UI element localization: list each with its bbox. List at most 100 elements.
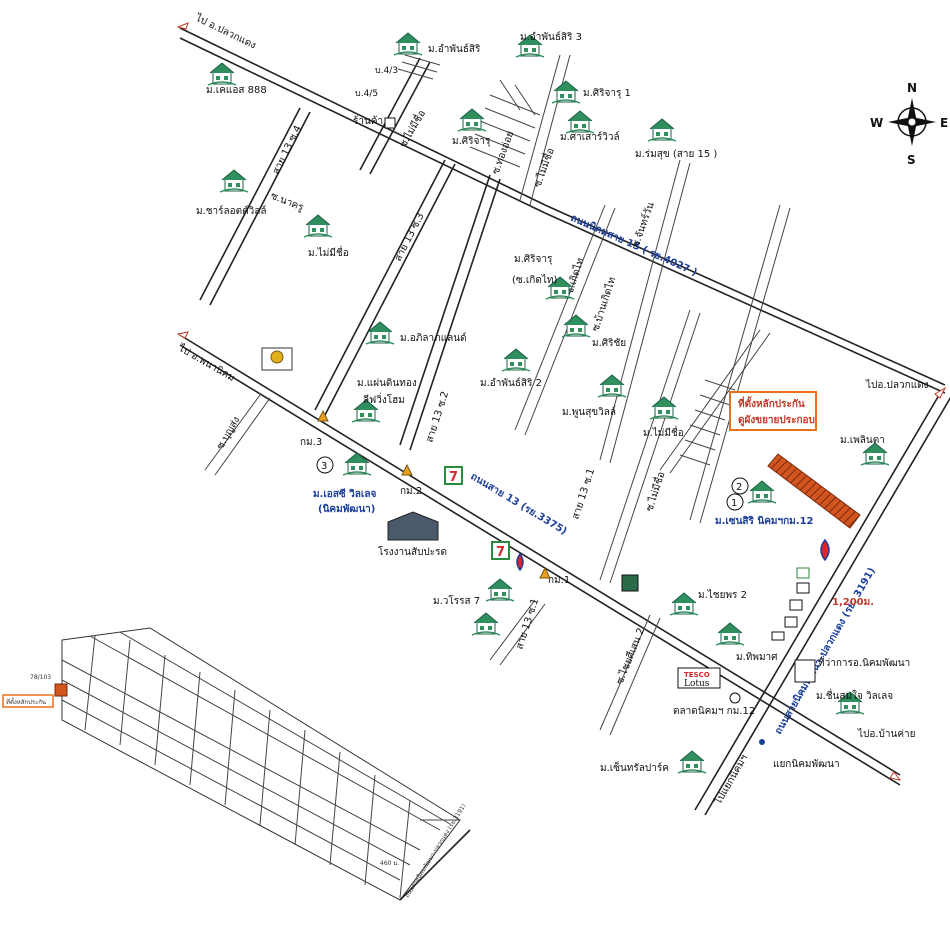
tesco-label: TESCO <box>684 671 710 679</box>
label-district-office: ที่ว่าการอ.นิคมพัฒนา <box>818 655 910 669</box>
road-booyang <box>204 394 261 471</box>
inset-boundary <box>61 627 461 901</box>
road-soi-unnamed <box>359 57 421 171</box>
inset-distance: 460 ม. <box>380 860 399 867</box>
label-km3: กม.3 <box>300 437 322 448</box>
label-chanphrawan: ซ.จันทร์วัน <box>630 201 657 249</box>
road-3191 <box>694 389 943 811</box>
road-chan <box>599 159 681 461</box>
label-chuensomjai: ม.ชื่นสมใจ วิลเลจ <box>816 688 893 702</box>
label-sc-village2: (นิคมพัฒนา) <box>318 503 375 515</box>
label-kheynis888: ม.เคแอส 888 <box>206 85 267 96</box>
road-chan-edge <box>609 162 691 464</box>
house-icon <box>393 32 423 56</box>
landmarks: 7 7 TESCO Lotus 3 2 1 <box>261 117 830 745</box>
road-s13-3-edge <box>324 163 456 416</box>
road-nikhom15 <box>544 204 946 386</box>
inset-main-road <box>399 829 471 901</box>
road-kerdthai <box>514 204 606 431</box>
label-charlotte: ม.ชาร์ลอตต์วิลล์ <box>196 205 267 217</box>
house-icon <box>565 110 595 134</box>
house-icon <box>561 314 591 338</box>
road-3191-edge <box>704 396 950 816</box>
roadside-icon <box>796 582 810 594</box>
seven-eleven-glyph: 7 <box>496 545 505 560</box>
house-icon <box>457 108 487 132</box>
road-network <box>176 22 950 816</box>
house-icon <box>647 118 677 142</box>
house-icon <box>677 750 707 774</box>
label-junction: แยกนิคมพัฒนา <box>773 759 840 770</box>
label-maimichue-b: ม.ไม่มีชื่อ <box>643 425 684 439</box>
road-s13-1-edge <box>609 312 701 584</box>
road-s13-4 <box>199 107 301 301</box>
label-siri-chai: ม.ศิริชัย <box>592 338 626 349</box>
house-icon <box>649 396 679 420</box>
label-maimichue1: ซ.ไม่มีชื่อ <box>395 107 428 149</box>
warehouse-icon <box>387 511 439 541</box>
road-maimichue-b <box>659 329 761 471</box>
label-b45: บ.4/5 <box>355 89 378 99</box>
label-km1: กม.1 <box>548 575 570 586</box>
label-maimichue: ม.ไม่มีชื่อ <box>308 245 349 259</box>
label-booyang: ซ.บุญส่ง <box>215 415 242 452</box>
seven-eleven-icon <box>444 466 463 485</box>
compass-rose: N S W E <box>870 81 948 167</box>
label-s13-1: สาย 13 ซ.1 <box>570 467 597 521</box>
label-banmaikerdthai: ซ.บ้านเกิดไท <box>589 276 618 333</box>
gas-station-icon <box>820 538 830 562</box>
seven-eleven-icon <box>491 541 510 560</box>
lotus-label: Lotus <box>684 679 710 689</box>
label-sirijaru1: ม.ศิริจารุ 1 <box>583 88 631 99</box>
house-icon <box>219 169 249 193</box>
compass-n: N <box>907 81 917 95</box>
label-chaithongsaen: ซ.ไชยศีเสน 2 <box>614 626 648 686</box>
house-icon <box>551 80 581 104</box>
inset-road-label: ถนนสายนิคมพัฒนา-ปลวกแดง (รย.3191) <box>404 803 468 899</box>
inset-subdivision-plan: ที่ตั้งหลักประกัน 78/103 ถนนสายนิคมพัฒนา… <box>2 627 471 901</box>
house-icon <box>669 592 699 616</box>
road-soi-b-edge <box>699 207 791 524</box>
house-icon <box>715 622 745 646</box>
arrow-right <box>934 386 947 399</box>
bank-icon <box>621 574 639 592</box>
road-nikhom15-edge <box>544 212 946 394</box>
pin-3-label: 3 <box>321 461 327 472</box>
label-plernta: ม.เพลินตา <box>840 435 885 446</box>
road-booyang-edge <box>214 397 271 476</box>
km3-marker-icon <box>317 409 329 422</box>
road-line13-edge <box>179 344 901 786</box>
compass-e: E <box>940 116 948 130</box>
compass-w: W <box>870 116 883 130</box>
label-sc-village: ม.เอสซี วิลเลจ <box>313 488 376 500</box>
gas-station-icon <box>516 552 524 572</box>
seven-eleven-glyph: 7 <box>449 470 458 485</box>
label-sensiri: ม.เซนสิริ นิคมฯกม.12 <box>715 515 814 527</box>
road-s13-1-lower-edge <box>499 603 546 666</box>
house-icon <box>747 480 777 504</box>
label-amphansiri3: ม.อำพันธ์สิริ 3 <box>520 31 582 43</box>
house-icon <box>342 452 372 476</box>
district-office-icon <box>794 659 816 683</box>
label-central-park: ม.เซ็นทรัลปาร์ค <box>600 760 669 774</box>
roadside-icon <box>789 599 803 611</box>
house-icon <box>501 348 531 372</box>
label-worarot: ม.วโรรส 7 <box>433 594 480 607</box>
pin-1 <box>726 493 744 511</box>
label-nakhru: ซ.นาครู <box>269 191 306 214</box>
road-top-edge <box>179 37 546 214</box>
collateral-callout-line2: ดูผังขยายประกอบ <box>738 414 815 427</box>
compass-s: S <box>907 153 916 167</box>
collateral-location: ที่ตั้งหลักประกัน ดูผังขยายประกอบ <box>729 391 861 529</box>
label-phaendin1: ม.แผ่นดินทอง <box>357 378 417 389</box>
label-to-phanat: ไป อ.พนานิคม <box>176 342 237 384</box>
house-icon <box>471 612 501 636</box>
km2-marker-icon <box>401 463 413 476</box>
road-chaithong <box>599 614 651 731</box>
roadside-icon <box>771 631 785 641</box>
road-line13 <box>179 334 901 776</box>
road-soi-b <box>689 204 781 521</box>
house-icon <box>303 214 333 238</box>
label-shop: ร้านค้า <box>353 115 383 127</box>
